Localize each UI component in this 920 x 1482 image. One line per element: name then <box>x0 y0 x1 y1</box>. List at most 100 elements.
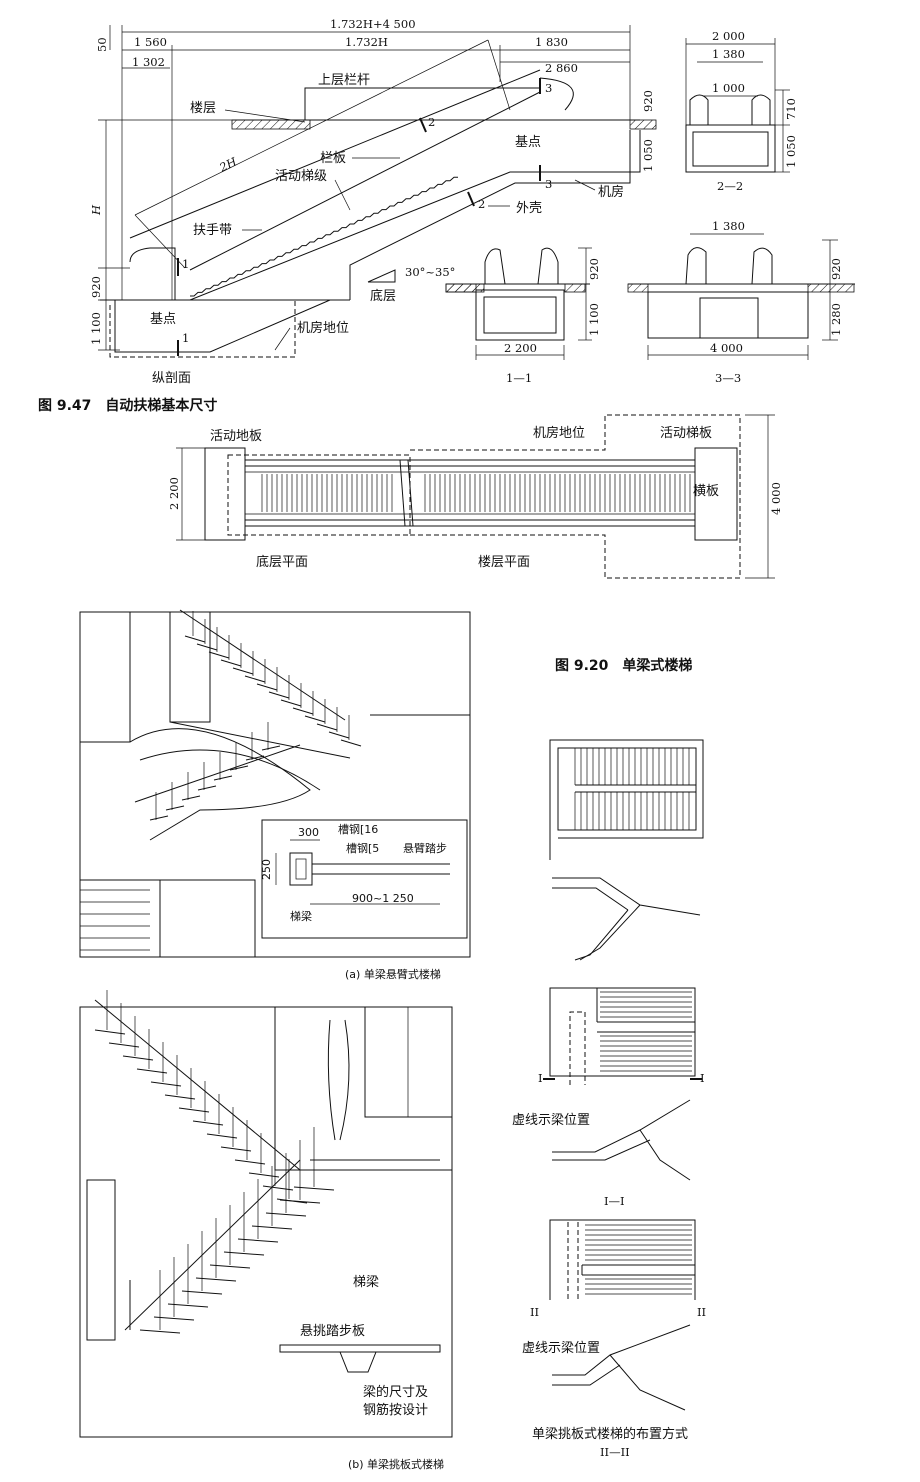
drawing-line <box>208 651 230 659</box>
drawing-line <box>251 1225 293 1230</box>
s22-label: 2—2 <box>717 179 743 193</box>
drawing-line <box>179 609 346 721</box>
dim-1302: 1 302 <box>132 55 165 69</box>
s11-920: 920 <box>587 258 601 280</box>
drawing-line <box>279 1199 321 1204</box>
drawing-line <box>213 775 233 781</box>
drawing-line <box>206 1133 238 1139</box>
dim-50: 50 <box>95 37 109 52</box>
drawing-line <box>248 1172 280 1178</box>
dim-2h: 2H <box>216 154 239 175</box>
drawing-line <box>167 1303 209 1308</box>
cut-2b: 2 <box>478 197 485 211</box>
plan-label-floor: 楼层平面 <box>478 555 530 570</box>
dim-1830: 1 830 <box>535 35 568 49</box>
a-900: 900~1 250 <box>352 892 414 905</box>
drawing-line <box>122 1055 154 1061</box>
cut-1b: 1 <box>182 331 189 345</box>
r-cut1-l: I <box>538 1071 543 1085</box>
drawing-line <box>149 815 169 821</box>
drawing-line <box>234 1159 266 1165</box>
cut-3b: 3 <box>545 177 552 191</box>
drawing-line <box>232 667 254 675</box>
label-panel: 栏板 <box>320 151 346 166</box>
r-sec2: II—II <box>600 1445 630 1459</box>
drawing-line <box>134 744 301 803</box>
drawing-line <box>280 699 302 707</box>
section-3-3 <box>627 233 855 360</box>
plan-2200: 2 200 <box>167 477 181 510</box>
drawing-line <box>178 1107 210 1113</box>
drawing-line <box>181 1290 223 1295</box>
cut-1a: 1 <box>182 257 189 271</box>
drawing-line <box>181 795 201 801</box>
drawing-line <box>244 675 266 683</box>
drawing-line <box>195 1277 237 1282</box>
r-dash1: 虚线示梁位置 <box>512 1113 590 1128</box>
drawing-line <box>136 1068 168 1074</box>
r-cut1-r: I <box>700 1071 705 1085</box>
label-base-point-bot: 基点 <box>150 312 176 327</box>
plan-label-pit: 机房地位 <box>533 425 585 441</box>
r-dash2: 虚线示梁位置 <box>522 1341 600 1356</box>
a-cant: 悬臂踏步 <box>403 841 447 855</box>
drawing-line <box>184 635 206 643</box>
drawing-line <box>192 1120 224 1126</box>
a-ch5: 槽钢[5 <box>346 842 379 855</box>
stair-b-illustration <box>79 990 453 1438</box>
plan-label-floorplate-r: 活动梯板 <box>660 426 712 441</box>
drawing-line <box>304 715 326 723</box>
plan-label-ground: 底层平面 <box>256 554 308 570</box>
drawing-line <box>268 691 290 699</box>
label-shell: 外壳 <box>516 201 542 216</box>
r-cut2-l: II <box>530 1305 539 1319</box>
label-handrail: 扶手带 <box>193 223 232 238</box>
a-300: 300 <box>298 826 319 839</box>
stair-a-illustration <box>79 609 471 958</box>
dim-1100: 1 100 <box>89 312 103 345</box>
caption-947: 图 9.47 自动扶梯基本尺寸 <box>38 397 217 414</box>
s11-label: 1—1 <box>506 371 532 385</box>
dim-1050: 1 050 <box>641 139 655 172</box>
a-beam: 梯梁 <box>290 909 312 923</box>
drawing-line <box>316 723 338 731</box>
cut-2a: 2 <box>428 115 435 129</box>
drawing-line <box>124 1159 301 1331</box>
s33-label: 3—3 <box>715 371 741 385</box>
s33-4000: 4 000 <box>710 341 743 355</box>
dim-1732h: 1.732H <box>345 35 388 49</box>
angle-label: 30°~35° <box>405 265 455 279</box>
drawing-line <box>265 1212 307 1217</box>
dim-920-bot: 920 <box>89 276 103 298</box>
drawing-line <box>220 659 242 667</box>
drawing-line <box>94 999 301 1171</box>
plan-label-crossplate: 横板 <box>693 484 719 499</box>
dim-920-top: 920 <box>641 90 655 112</box>
b-beam: 梯梁 <box>353 1275 379 1290</box>
label-floor: 楼层 <box>190 101 216 116</box>
escalator-plan <box>176 414 775 579</box>
dim-1560: 1 560 <box>134 35 167 49</box>
drawing-line <box>108 1042 140 1048</box>
drawing-line <box>220 1146 252 1152</box>
drawing-line <box>94 1029 126 1035</box>
dim-total: 1.732H+4 500 <box>330 17 416 31</box>
drawing-line <box>139 1329 181 1334</box>
dim-2860: 2 860 <box>545 61 578 75</box>
section-1-1 <box>445 247 592 360</box>
drawing-line <box>407 459 414 527</box>
drawing-line <box>340 739 362 747</box>
plan-type-3 <box>549 1219 696 1411</box>
drawing-line <box>245 755 265 761</box>
drawing-line <box>150 1081 182 1087</box>
r-layout: 单梁挑板式楼梯的布置方式 <box>532 1426 688 1442</box>
s33-920: 920 <box>829 258 843 280</box>
drawing-line <box>165 805 185 811</box>
plan-label-floorplate-l: 活动地板 <box>210 429 262 444</box>
drawing-line <box>209 1264 251 1269</box>
drawing-line <box>197 785 217 791</box>
drawing-line <box>229 765 249 771</box>
drawing-line <box>196 643 218 651</box>
label-ground: 底层 <box>370 288 396 304</box>
